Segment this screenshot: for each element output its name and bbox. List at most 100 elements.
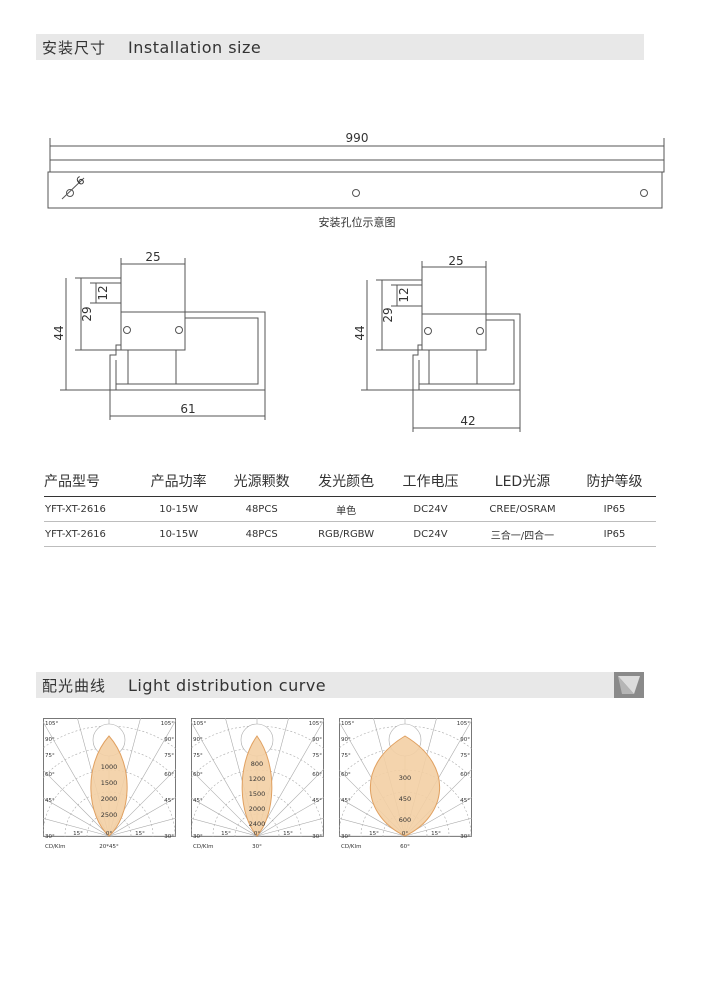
beam-angle-label: 60° [400, 844, 410, 850]
ring-value-label: 600 [399, 816, 411, 824]
cell-ip: IP65 [572, 521, 656, 547]
beam-angle-label: 20*45° [99, 844, 119, 850]
ring-value-label: 1200 [249, 775, 266, 783]
angle-label-right: 90° [312, 737, 322, 743]
polar-curve-2: 8001200150020002400105°90°75°60°45°30°10… [191, 718, 324, 852]
angle-label-bottom: 15° [283, 831, 293, 837]
angle-label-bottom: 15° [135, 831, 145, 837]
hole-leader [61, 177, 85, 200]
angle-label-right: 105° [309, 721, 322, 727]
col-ip: 防护等级 [572, 468, 656, 497]
angle-label-right: 75° [460, 753, 470, 759]
angle-label-left: 45° [45, 798, 55, 804]
col-model: 产品型号 [44, 468, 138, 497]
angle-label-right: 90° [460, 737, 470, 743]
angle-label-bottom: 0° [106, 831, 112, 837]
polar-spoke [108, 817, 176, 837]
left-dim-12: 12 [96, 285, 110, 300]
angle-label-left: 30° [193, 834, 203, 840]
angle-label-left: 60° [341, 772, 351, 778]
angle-label-right: 45° [312, 798, 322, 804]
col-color: 发光颜色 [303, 468, 390, 497]
spec-table-header: 产品型号 产品功率 光源颗数 发光颜色 工作电压 LED光源 防护等级 [44, 468, 656, 497]
angle-label-left: 105° [45, 721, 58, 727]
ring-value-label: 800 [251, 760, 263, 768]
left-dim-44: 44 [52, 325, 66, 340]
ring-value-label: 2500 [101, 811, 118, 819]
section-view-right [361, 261, 521, 432]
polar-curve-1: 1000150020002500105°90°75°60°45°30°105°9… [43, 718, 176, 852]
ring-value-label: 300 [399, 774, 411, 782]
cell-color: 单色 [303, 496, 390, 522]
angle-label-left: 30° [341, 834, 351, 840]
polar-spoke [256, 768, 324, 837]
left-dim-61: 61 [180, 402, 195, 416]
cell-power: 10-15W [137, 496, 221, 522]
section-banner-light-distribution: 配光曲线 Light distribution curve [36, 672, 644, 698]
angle-label-left: 90° [45, 737, 55, 743]
corner-logo-icon [614, 672, 644, 698]
angle-label-left: 90° [341, 737, 351, 743]
angle-label-bottom: 15° [431, 831, 441, 837]
angle-label-left: 45° [193, 798, 203, 804]
cell-led-source: CREE/OSRAM [472, 496, 573, 522]
installation-drawing: 990 6 安装孔位示意图 25 12 29 44 61 [47, 131, 665, 432]
polar-spoke [191, 797, 258, 837]
angle-label-bottom: 15° [221, 831, 231, 837]
unit-label: CD/Klm [45, 844, 65, 850]
mounting-hole-2 [352, 189, 360, 197]
polar-spoke [43, 818, 110, 837]
left-dim-25: 25 [145, 250, 160, 264]
angle-label-bottom: 15° [73, 831, 83, 837]
angle-label-right: 30° [312, 834, 322, 840]
profile-top-view [49, 159, 665, 173]
angle-label-right: 60° [460, 772, 470, 778]
cell-led-count: 48PCS [220, 496, 304, 522]
dim-length-label: 990 [346, 131, 369, 145]
spec-table: 产品型号 产品功率 光源颗数 发光颜色 工作电压 LED光源 防护等级 YFT-… [44, 468, 656, 547]
right-dim-25: 25 [448, 254, 463, 268]
section-view-left [60, 258, 266, 420]
angle-label-right: 30° [460, 834, 470, 840]
section-banner-installation: 安装尺寸 Installation size [36, 34, 644, 60]
ring-value-label: 1500 [249, 790, 266, 798]
cell-power: 10-15W [137, 521, 221, 547]
polar-spoke [256, 796, 324, 837]
left-dim-29: 29 [80, 306, 94, 321]
ring-value-label: 2000 [249, 805, 266, 813]
section-title-cn: 配光曲线 [42, 676, 107, 695]
profile-body [47, 171, 663, 209]
polar-spoke [191, 818, 258, 837]
angle-label-right: 30° [164, 834, 174, 840]
angle-label-left: 30° [45, 834, 55, 840]
angle-label-left: 105° [193, 721, 206, 727]
section-title-cn: 安装尺寸 [42, 38, 107, 57]
angle-label-right: 75° [312, 753, 322, 759]
angle-label-bottom: 0° [254, 831, 260, 837]
polar-spoke [339, 797, 406, 837]
cell-model: YFT-XT-2616 [44, 496, 138, 522]
angle-label-left: 75° [193, 753, 203, 759]
angle-label-right: 45° [164, 798, 174, 804]
cell-color: RGB/RGBW [303, 521, 390, 547]
angle-label-left: 90° [193, 737, 203, 743]
angle-label-bottom: 15° [369, 831, 379, 837]
table-row: YFT-XT-2616 10-15W 48PCS 单色 DC24V CREE/O… [44, 496, 656, 522]
cell-model: YFT-XT-2616 [44, 521, 138, 547]
drawing-caption: 安装孔位示意图 [319, 215, 396, 229]
polar-spoke [404, 817, 472, 837]
angle-label-right: 105° [161, 721, 174, 727]
beam-shape [369, 735, 441, 837]
col-led-source: LED光源 [472, 468, 573, 497]
beam-shape [90, 735, 128, 837]
cell-led-source: 三合一/四合一 [472, 521, 573, 547]
cell-voltage: DC24V [389, 496, 472, 522]
angle-label-left: 75° [341, 753, 351, 759]
angle-label-left: 60° [193, 772, 203, 778]
unit-label: CD/Klm [341, 844, 361, 850]
polar-spoke [108, 768, 176, 837]
ring-value-label: 2000 [101, 795, 118, 803]
mounting-hole-1 [66, 189, 74, 197]
angle-label-right: 90° [164, 737, 174, 743]
polar-spoke [43, 769, 110, 837]
